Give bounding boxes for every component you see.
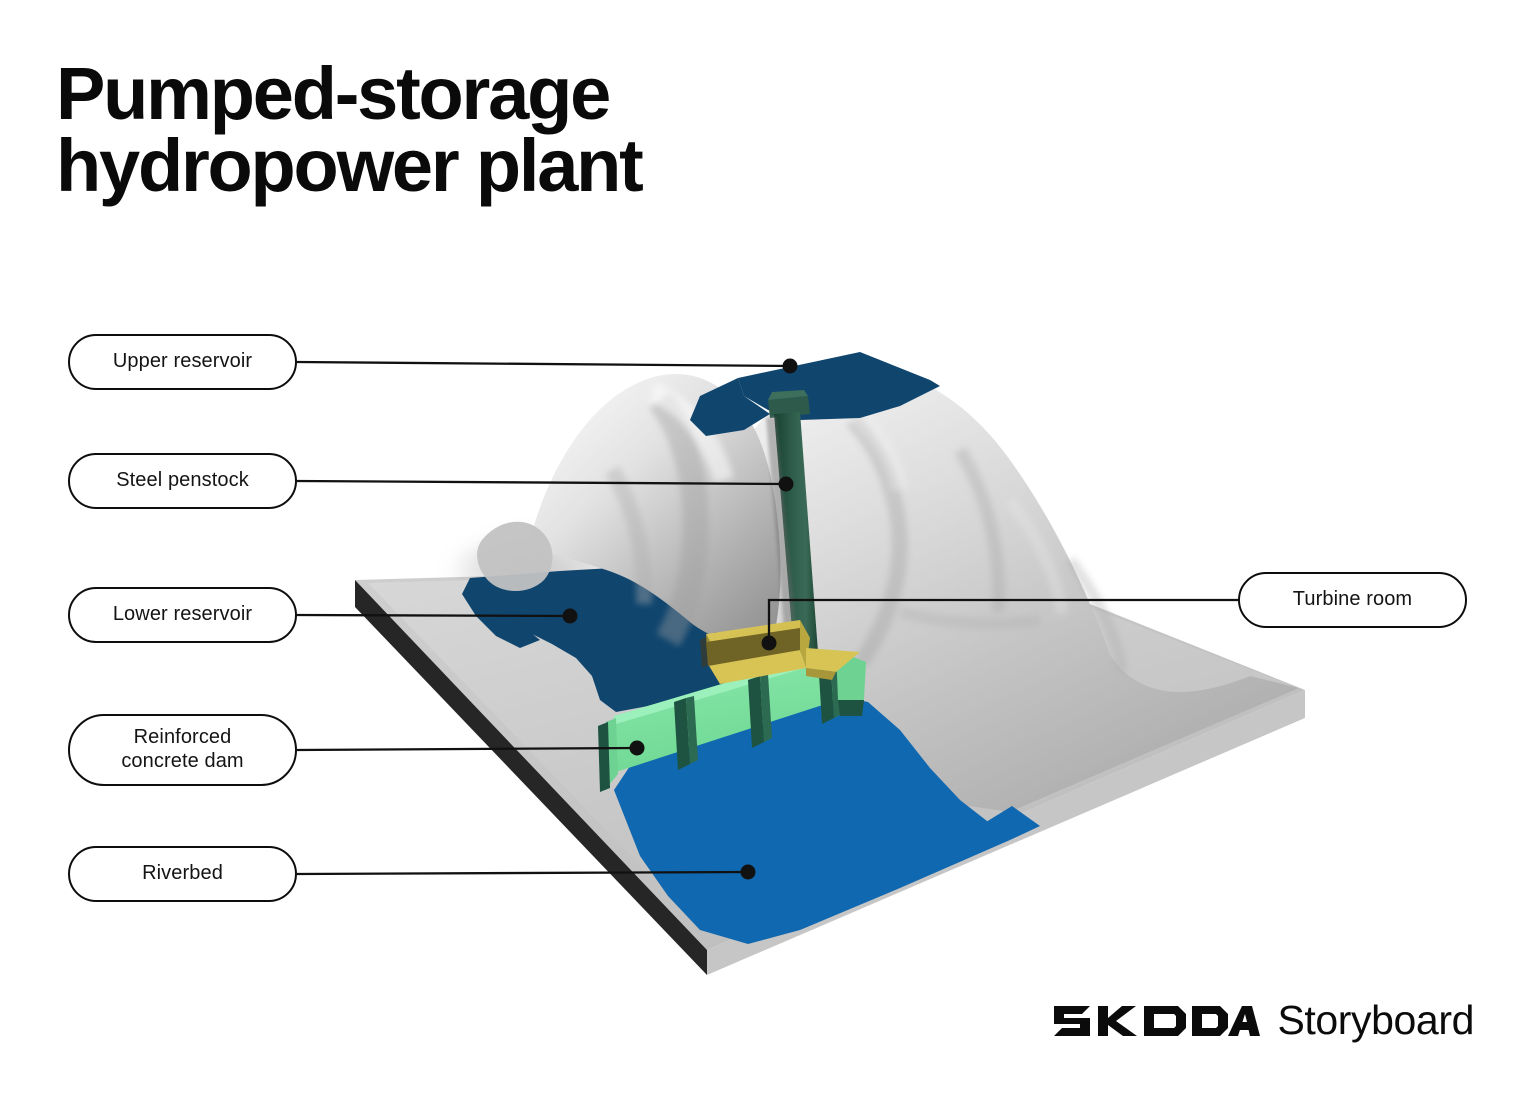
endpoint-riverbed [740, 864, 756, 880]
callout-upper-reservoir[interactable]: Upper reservoir [68, 334, 297, 390]
endpoint-turbine-room [761, 635, 777, 651]
leader-steel-penstock [296, 479, 787, 486]
endpoint-lower-reservoir [562, 608, 578, 624]
callout-reinforced-concrete-dam[interactable]: Reinforced concrete dam [68, 714, 297, 786]
turbine-room-front-wall [708, 650, 806, 684]
lower-reservoir-shore-left [462, 578, 540, 648]
leader-reinforced-dam [296, 746, 638, 752]
callout-turbine-room[interactable]: Turbine room [1238, 572, 1467, 628]
page-title: Pumped-storage hydropower plant [56, 52, 644, 207]
steel-penstock [766, 390, 818, 654]
terrain-block-left-face [355, 580, 707, 975]
leader-lines [296, 360, 1238, 876]
leader-upper-reservoir [296, 360, 791, 368]
skoda-wordmark-icon [1054, 1005, 1261, 1036]
dam-right-abutment-shadow [838, 700, 864, 716]
turbine-room [700, 620, 860, 684]
callout-riverbed[interactable]: Riverbed [68, 846, 297, 902]
endpoint-reinforced-dam [629, 740, 645, 756]
penstock-shadow [766, 416, 798, 654]
mountain-left-lobe [477, 521, 553, 592]
callout-label: Upper reservoir [112, 350, 253, 373]
endpoint-steel-penstock [778, 476, 794, 492]
leader-turbine-room [767, 598, 1238, 643]
callout-label: Riverbed [142, 862, 223, 885]
upper-reservoir-rim [900, 380, 940, 406]
turbine-room-tailrace [806, 648, 860, 672]
leader-riverbed [296, 870, 749, 876]
callout-label: Lower reservoir [112, 603, 253, 626]
callout-lower-reservoir[interactable]: Lower reservoir [68, 587, 297, 643]
riverbed-water-tail [986, 806, 1040, 840]
callout-label: Turbine room [1292, 588, 1413, 611]
leader-endpoints [562, 358, 798, 880]
penstock-intake-top [768, 390, 808, 400]
upper-reservoir-water-spill [690, 378, 770, 436]
storyboard-label: Storyboard [1277, 997, 1474, 1043]
leader-lower-reservoir [296, 613, 571, 618]
turbine-room-tailrace-shadow [806, 668, 836, 680]
callout-label: Reinforced concrete dam [121, 726, 244, 772]
riverbed-water [614, 692, 1010, 944]
skoda-storyboard-logo: Storyboard [1052, 997, 1474, 1044]
dam-left-return-shadow [598, 722, 610, 792]
turbine-room-base-band [706, 628, 800, 666]
callout-label: Steel penstock [116, 469, 249, 492]
mountain-ridge-shading [846, 414, 1128, 673]
dam-main-face [614, 650, 838, 772]
penstock-pipe [774, 412, 818, 654]
callout-steel-penstock[interactable]: Steel penstock [68, 453, 297, 509]
endpoint-upper-reservoir [782, 358, 798, 374]
